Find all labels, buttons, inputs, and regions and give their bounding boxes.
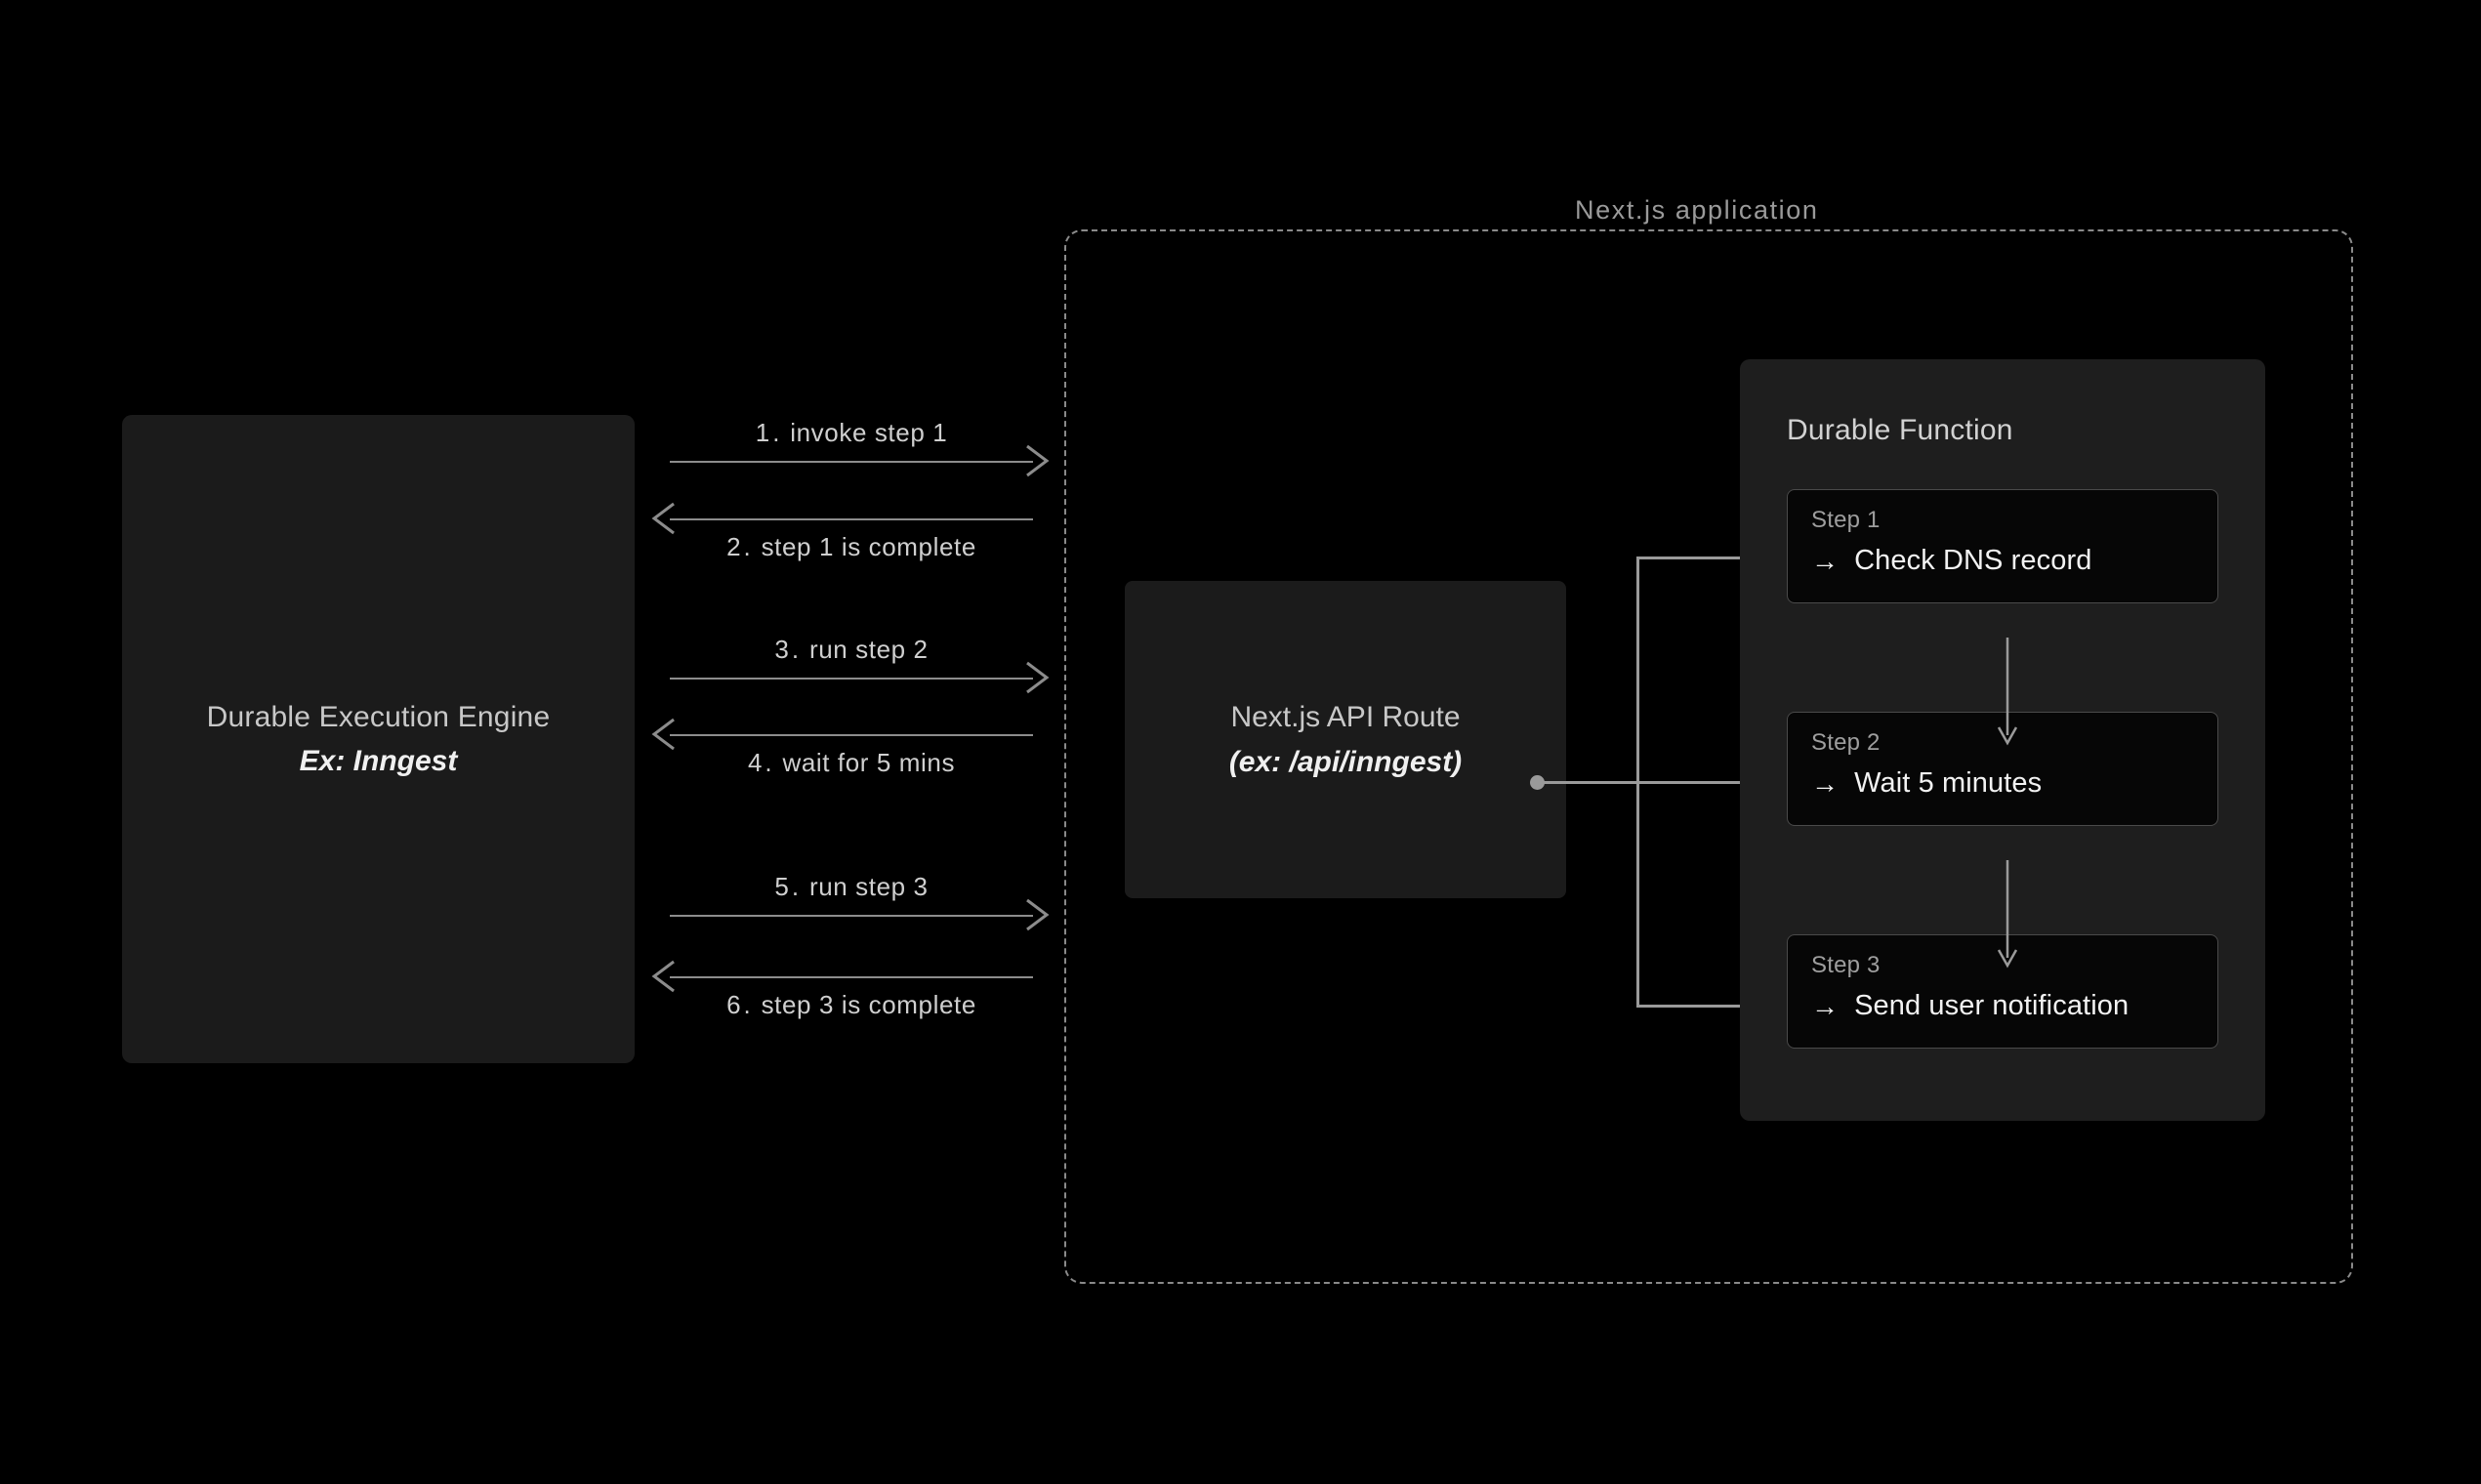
step-1-kicker: Step 1: [1811, 507, 1881, 533]
engine-subtitle: Ex: Inngest: [299, 745, 458, 777]
arrow-head-left-icon: [651, 960, 675, 993]
sequence-number-1: 1.: [755, 418, 783, 447]
sequence-text-1: invoke step 1: [790, 418, 948, 447]
sequence-text-6: step 3 is complete: [761, 990, 976, 1019]
connector-line-to-step-1: [1636, 556, 1779, 559]
durable-function-title: Durable Function: [1787, 414, 2013, 446]
sequence-text-2: step 1 is complete: [761, 532, 976, 561]
sequence-line-3: [670, 678, 1033, 680]
sequence-label-5: 5. run step 3: [670, 872, 1033, 902]
arrow-head-right-icon: [1026, 898, 1050, 931]
sequence-line-6: [670, 976, 1033, 978]
sequence-label-1: 1. invoke step 1: [670, 418, 1033, 448]
sequence-label-3: 3. run step 2: [670, 635, 1033, 665]
sequence-line-1: [670, 461, 1033, 463]
nextjs-application-label: Next.js application: [1559, 195, 1835, 226]
step-card-1[interactable]: Step 1 → Check DNS record: [1787, 489, 2218, 603]
durable-function-panel: Durable Function Step 1 → Check DNS reco…: [1740, 359, 2265, 1121]
connector-line-to-step-2: [1543, 781, 1777, 784]
sequence-number-5: 5.: [774, 872, 803, 901]
arrow-head-left-icon: [651, 718, 675, 751]
sequence-number-2: 2.: [726, 532, 754, 561]
arrow-right-icon: →: [1811, 990, 1840, 1021]
step-2-body: → Wait 5 minutes: [1811, 767, 2042, 800]
engine-title: Durable Execution Engine: [206, 700, 551, 733]
sequence-line-5: [670, 915, 1033, 917]
nextjs-api-route-box: Next.js API Route (ex: /api/inngest): [1125, 581, 1566, 898]
connector-trunk-line: [1636, 556, 1639, 1008]
step-flow-arrow-2-to-3-icon: [1997, 860, 2018, 969]
sequence-number-6: 6.: [726, 990, 754, 1019]
api-route-subtitle: (ex: /api/inngest): [1228, 745, 1463, 778]
step-card-3[interactable]: Step 3 → Send user notification: [1787, 934, 2218, 1049]
step-3-text: Send user notification: [1854, 990, 2130, 1021]
api-route-title: Next.js API Route: [1230, 701, 1461, 733]
connector-origin-dot: [1530, 775, 1545, 790]
step-1-body: → Check DNS record: [1811, 545, 2091, 577]
step-3-body: → Send user notification: [1811, 990, 2129, 1022]
sequence-text-3: run step 2: [808, 635, 929, 664]
durable-execution-engine-box: Durable Execution Engine Ex: Inngest: [122, 415, 635, 1063]
sequence-label-6: 6. step 3 is complete: [670, 990, 1033, 1020]
sequence-label-2: 2. step 1 is complete: [670, 532, 1033, 562]
sequence-number-4: 4.: [747, 748, 775, 777]
sequence-label-4: 4. wait for 5 mins: [670, 748, 1033, 778]
step-1-text: Check DNS record: [1854, 545, 2092, 576]
step-flow-arrow-1-to-2-icon: [1997, 638, 2018, 746]
arrow-head-left-icon: [651, 502, 675, 535]
sequence-text-4: wait for 5 mins: [782, 748, 956, 777]
sequence-number-3: 3.: [774, 635, 803, 664]
step-3-kicker: Step 3: [1811, 952, 1881, 978]
connector-line-to-step-3: [1636, 1005, 1779, 1008]
nextjs-application-boundary: [1064, 229, 2353, 1284]
sequence-text-5: run step 3: [808, 872, 929, 901]
sequence-line-2: [670, 518, 1033, 520]
arrow-head-right-icon: [1026, 661, 1050, 694]
step-2-text: Wait 5 minutes: [1854, 767, 2043, 799]
sequence-line-4: [670, 734, 1033, 736]
arrow-head-right-icon: [1026, 444, 1050, 477]
step-card-2[interactable]: Step 2 → Wait 5 minutes: [1787, 712, 2218, 826]
arrow-right-icon: →: [1811, 545, 1840, 576]
arrow-right-icon: →: [1811, 767, 1840, 799]
step-2-kicker: Step 2: [1811, 729, 1881, 756]
